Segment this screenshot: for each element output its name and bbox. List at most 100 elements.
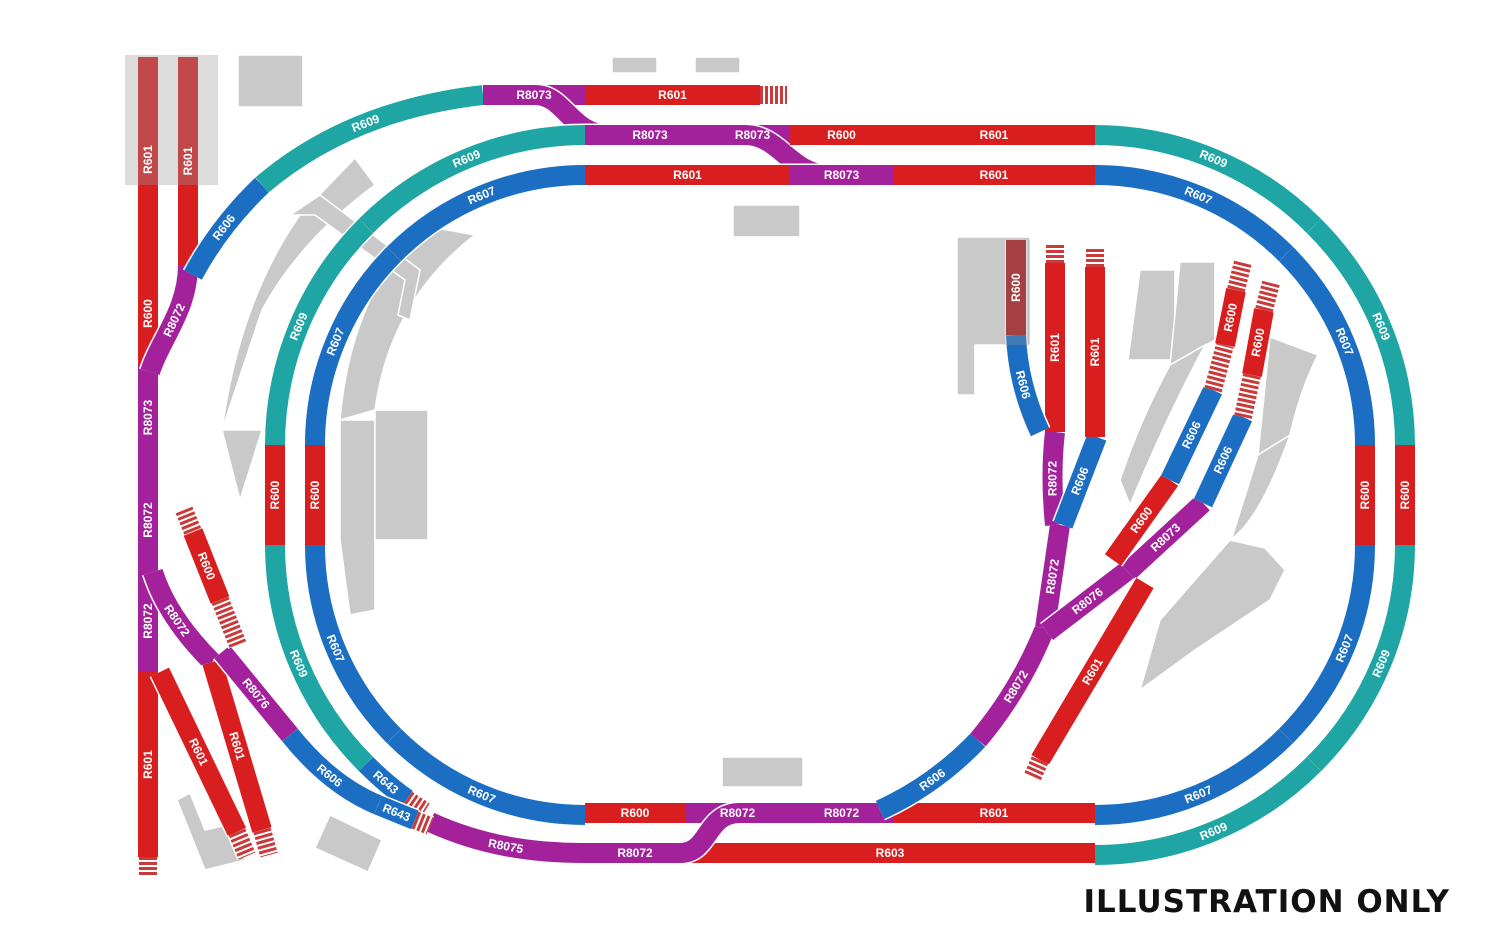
track-piece-r606 — [1193, 412, 1253, 508]
track-piece-r609 — [265, 544, 374, 772]
track-piece-r601 — [202, 659, 272, 833]
track-piece-r8072 — [1042, 430, 1065, 526]
track-piece-r8075 — [425, 812, 586, 863]
track-label: R606 — [1013, 369, 1034, 401]
track-piece-r609 — [1094, 125, 1322, 234]
track-label: R601 — [980, 128, 1009, 142]
buffer-stop — [401, 791, 430, 819]
track-label: R8072 — [824, 806, 860, 820]
track-label: R600 — [268, 480, 282, 509]
track-piece-r8072 — [143, 568, 220, 670]
track-label: R600 — [141, 299, 155, 328]
track-piece-r600 — [1242, 308, 1274, 377]
track-piece-r601 — [150, 667, 247, 837]
buffer-stop — [1204, 342, 1234, 393]
building-footprint — [1119, 343, 1207, 507]
track-piece-r601 — [1031, 577, 1154, 766]
track-piece-r606 — [1053, 433, 1107, 529]
track-label: R600 — [1249, 327, 1268, 358]
track-piece-r607 — [1094, 728, 1294, 826]
track-label: R600 — [621, 806, 650, 820]
building-footprint — [1127, 269, 1176, 361]
track-label: R8073 — [141, 400, 155, 436]
track-label: R8073 — [516, 88, 552, 102]
building-footprint — [721, 756, 804, 788]
track-label: R600 — [827, 128, 856, 142]
track-piece-r609 — [1306, 218, 1415, 446]
track-label: R600 — [308, 480, 322, 509]
track-label: R8072 — [1043, 558, 1062, 595]
building-footprint — [1138, 539, 1286, 692]
buffer-stop — [1023, 756, 1049, 782]
track-piece-r607 — [1278, 544, 1376, 744]
track-piece-r606 — [875, 733, 986, 820]
track-label: R600 — [1398, 480, 1412, 509]
building-footprint — [237, 54, 304, 108]
track-piece-r8072 — [140, 264, 198, 376]
track-piece-r8072 — [970, 624, 1055, 747]
track-piece-r8076 — [214, 645, 298, 742]
track-label: R601 — [141, 145, 155, 174]
track-piece-r609 — [255, 85, 485, 193]
track-label: R601 — [181, 146, 195, 175]
track-label: R600 — [1221, 302, 1240, 333]
track-piece-r643 — [358, 756, 413, 808]
track-label: R8072 — [720, 806, 756, 820]
track-label: R601 — [658, 88, 687, 102]
track-label: R8072 — [1045, 460, 1059, 496]
track-piece-r8076 — [1040, 562, 1135, 640]
buffer-stop — [228, 828, 256, 860]
track-label: R8073 — [824, 168, 860, 182]
buffer-stop — [211, 596, 247, 649]
track-piece-r606 — [1006, 334, 1050, 437]
building-footprint — [694, 56, 741, 74]
track-label: R8075 — [487, 836, 525, 856]
track-label: R600 — [1358, 480, 1372, 509]
track-piece-r607 — [386, 164, 586, 262]
buffer-stop — [175, 506, 202, 536]
track-label: R601 — [673, 168, 702, 182]
track-piece-r607 — [1094, 164, 1294, 262]
overlay-layer — [125, 55, 1030, 345]
buffer-stop — [411, 811, 434, 835]
track-piece-r607 — [304, 246, 402, 446]
building-overlay — [1004, 240, 1030, 345]
track-piece-r607 — [1278, 246, 1376, 446]
buildings-layer — [176, 54, 1320, 873]
track-piece-r609 — [1094, 756, 1322, 865]
building-overlay — [125, 55, 218, 185]
building-footprint — [732, 204, 801, 238]
building-footprint — [221, 429, 264, 503]
track-piece-r8072 — [1035, 523, 1070, 630]
track-piece-r609 — [358, 125, 586, 234]
track-piece-r609 — [1306, 544, 1415, 772]
track-piece-r600 — [1104, 474, 1179, 566]
track-label: R8073 — [735, 128, 771, 142]
building-footprint — [374, 409, 429, 541]
track-piece-r606 — [282, 728, 382, 815]
building-footprint — [1169, 261, 1216, 367]
track-piece-r643 — [374, 795, 419, 830]
track-piece-r606 — [184, 177, 269, 280]
track-label: R601 — [1048, 333, 1062, 362]
buffer-stop — [253, 827, 278, 858]
track-label: R8072 — [141, 502, 155, 538]
track-piece-r606 — [1160, 385, 1223, 485]
track-piece-connector — [678, 803, 741, 863]
building-footprint — [339, 419, 376, 616]
building-footprint — [314, 813, 383, 873]
track-label: R8072 — [141, 603, 155, 639]
track-label: R601 — [980, 806, 1009, 820]
track-label: R603 — [876, 846, 905, 860]
track-label: R600 — [1009, 273, 1023, 302]
track-piece-r600 — [1215, 288, 1246, 347]
track-piece-r607 — [386, 728, 586, 826]
building-footprint — [611, 56, 658, 74]
buffer-stop — [1234, 373, 1261, 419]
track-label: R8073 — [632, 128, 668, 142]
track-label: R601 — [980, 168, 1009, 182]
track-piece-r600 — [183, 528, 230, 604]
track-label: R601 — [141, 750, 155, 779]
track-outline — [1225, 259, 1254, 293]
